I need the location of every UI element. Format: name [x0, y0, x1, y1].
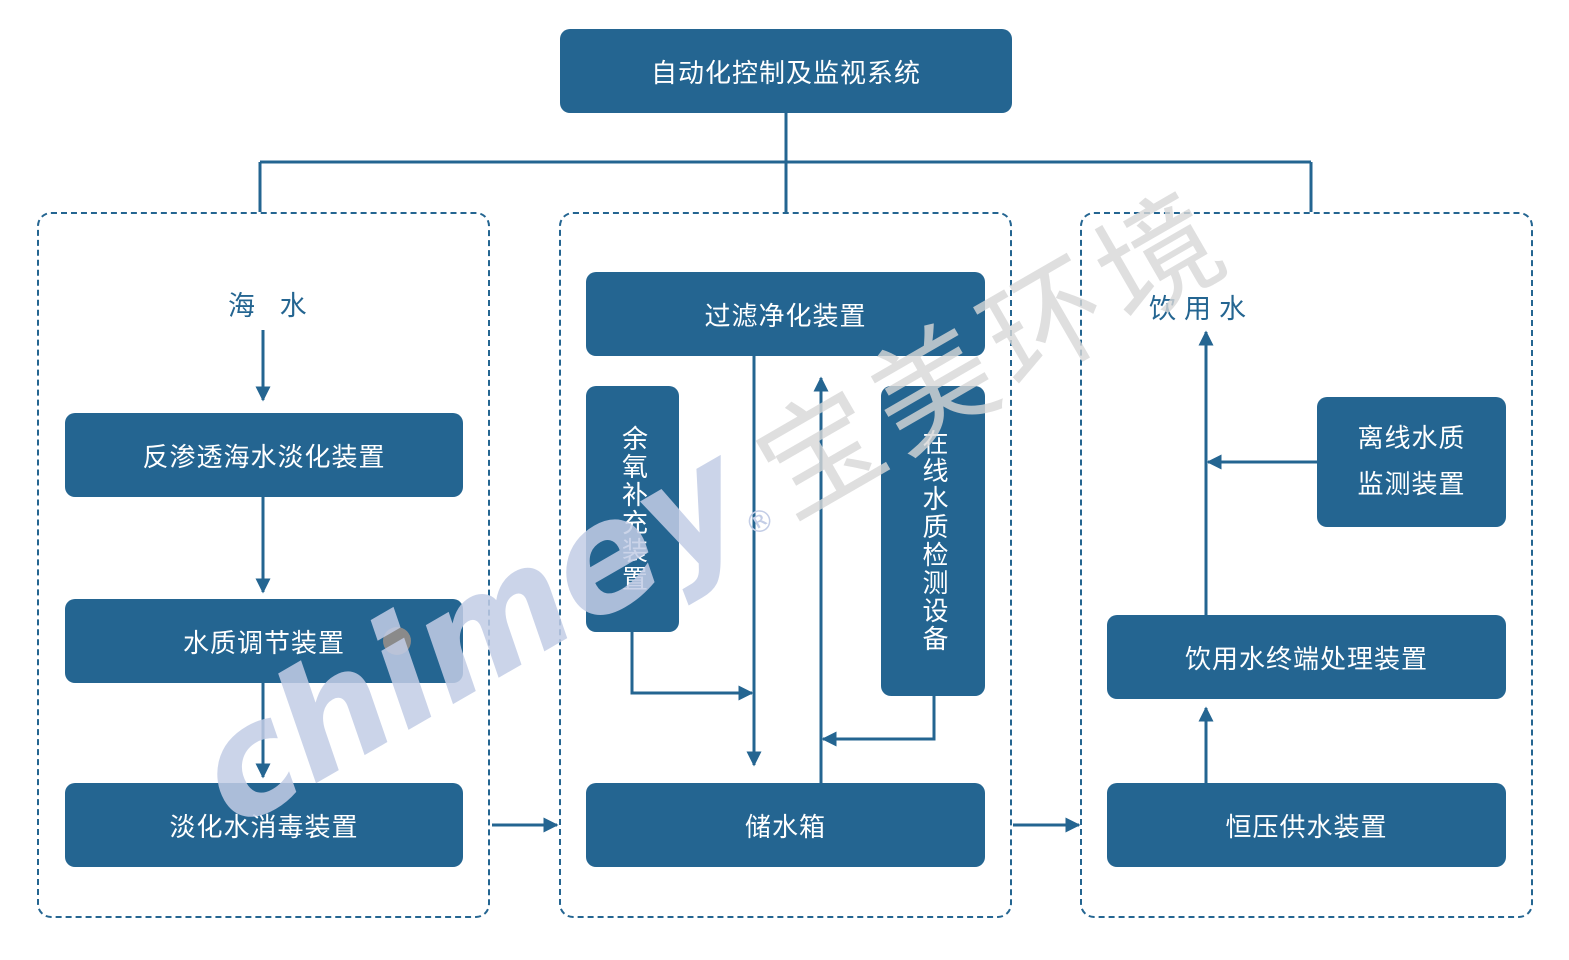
drinking-water-label: 饮用水: [1149, 294, 1254, 325]
oxygen-label: 余氧补充装置: [617, 425, 648, 593]
terminal-label: 饮用水终端处理装置: [1184, 644, 1428, 675]
filter-label: 过滤净化装置: [704, 301, 867, 332]
control-bus-line: [258, 112, 1313, 212]
arrow-oxygen-to-line: [630, 632, 754, 701]
ro-desalination-label: 反渗透海水淡化装置: [142, 442, 386, 473]
control-system-label: 自动化控制及监视系统: [650, 58, 921, 89]
offline-monitor-label-line1: 离线水质: [1357, 424, 1466, 454]
control-system-box: 自动化控制及监视系统: [560, 29, 1012, 113]
oxygen-box: 余氧补充装置: [586, 386, 679, 632]
seawater-label: 海 水: [228, 291, 315, 322]
offline-monitor-box: 离线水质 监测装置: [1317, 397, 1506, 527]
tank-box: 储水箱: [586, 783, 985, 867]
panel-storage: [559, 212, 1012, 918]
arrow-monitor-to-line: [821, 696, 936, 747]
offline-monitor-label-line2: 监测装置: [1357, 470, 1466, 500]
pressure-label: 恒压供水装置: [1225, 812, 1388, 843]
panel-supply: [1080, 212, 1533, 918]
ro-desalination-box: 反渗透海水淡化装置: [65, 413, 463, 497]
panel-desalination: [37, 212, 490, 918]
disinfect-label: 淡化水消毒装置: [169, 812, 359, 843]
online-monitor-box: 在线水质检测设备: [881, 386, 985, 696]
online-monitor-label: 在线水质检测设备: [918, 429, 948, 653]
filter-box: 过滤净化装置: [586, 272, 985, 356]
tank-label: 储水箱: [744, 812, 826, 843]
water-adjust-label: 水质调节装置: [182, 628, 345, 659]
terminal-box: 饮用水终端处理装置: [1107, 615, 1506, 699]
grey-dot-marker: [383, 627, 411, 655]
disinfect-box: 淡化水消毒装置: [65, 783, 463, 867]
pressure-box: 恒压供水装置: [1107, 783, 1506, 867]
